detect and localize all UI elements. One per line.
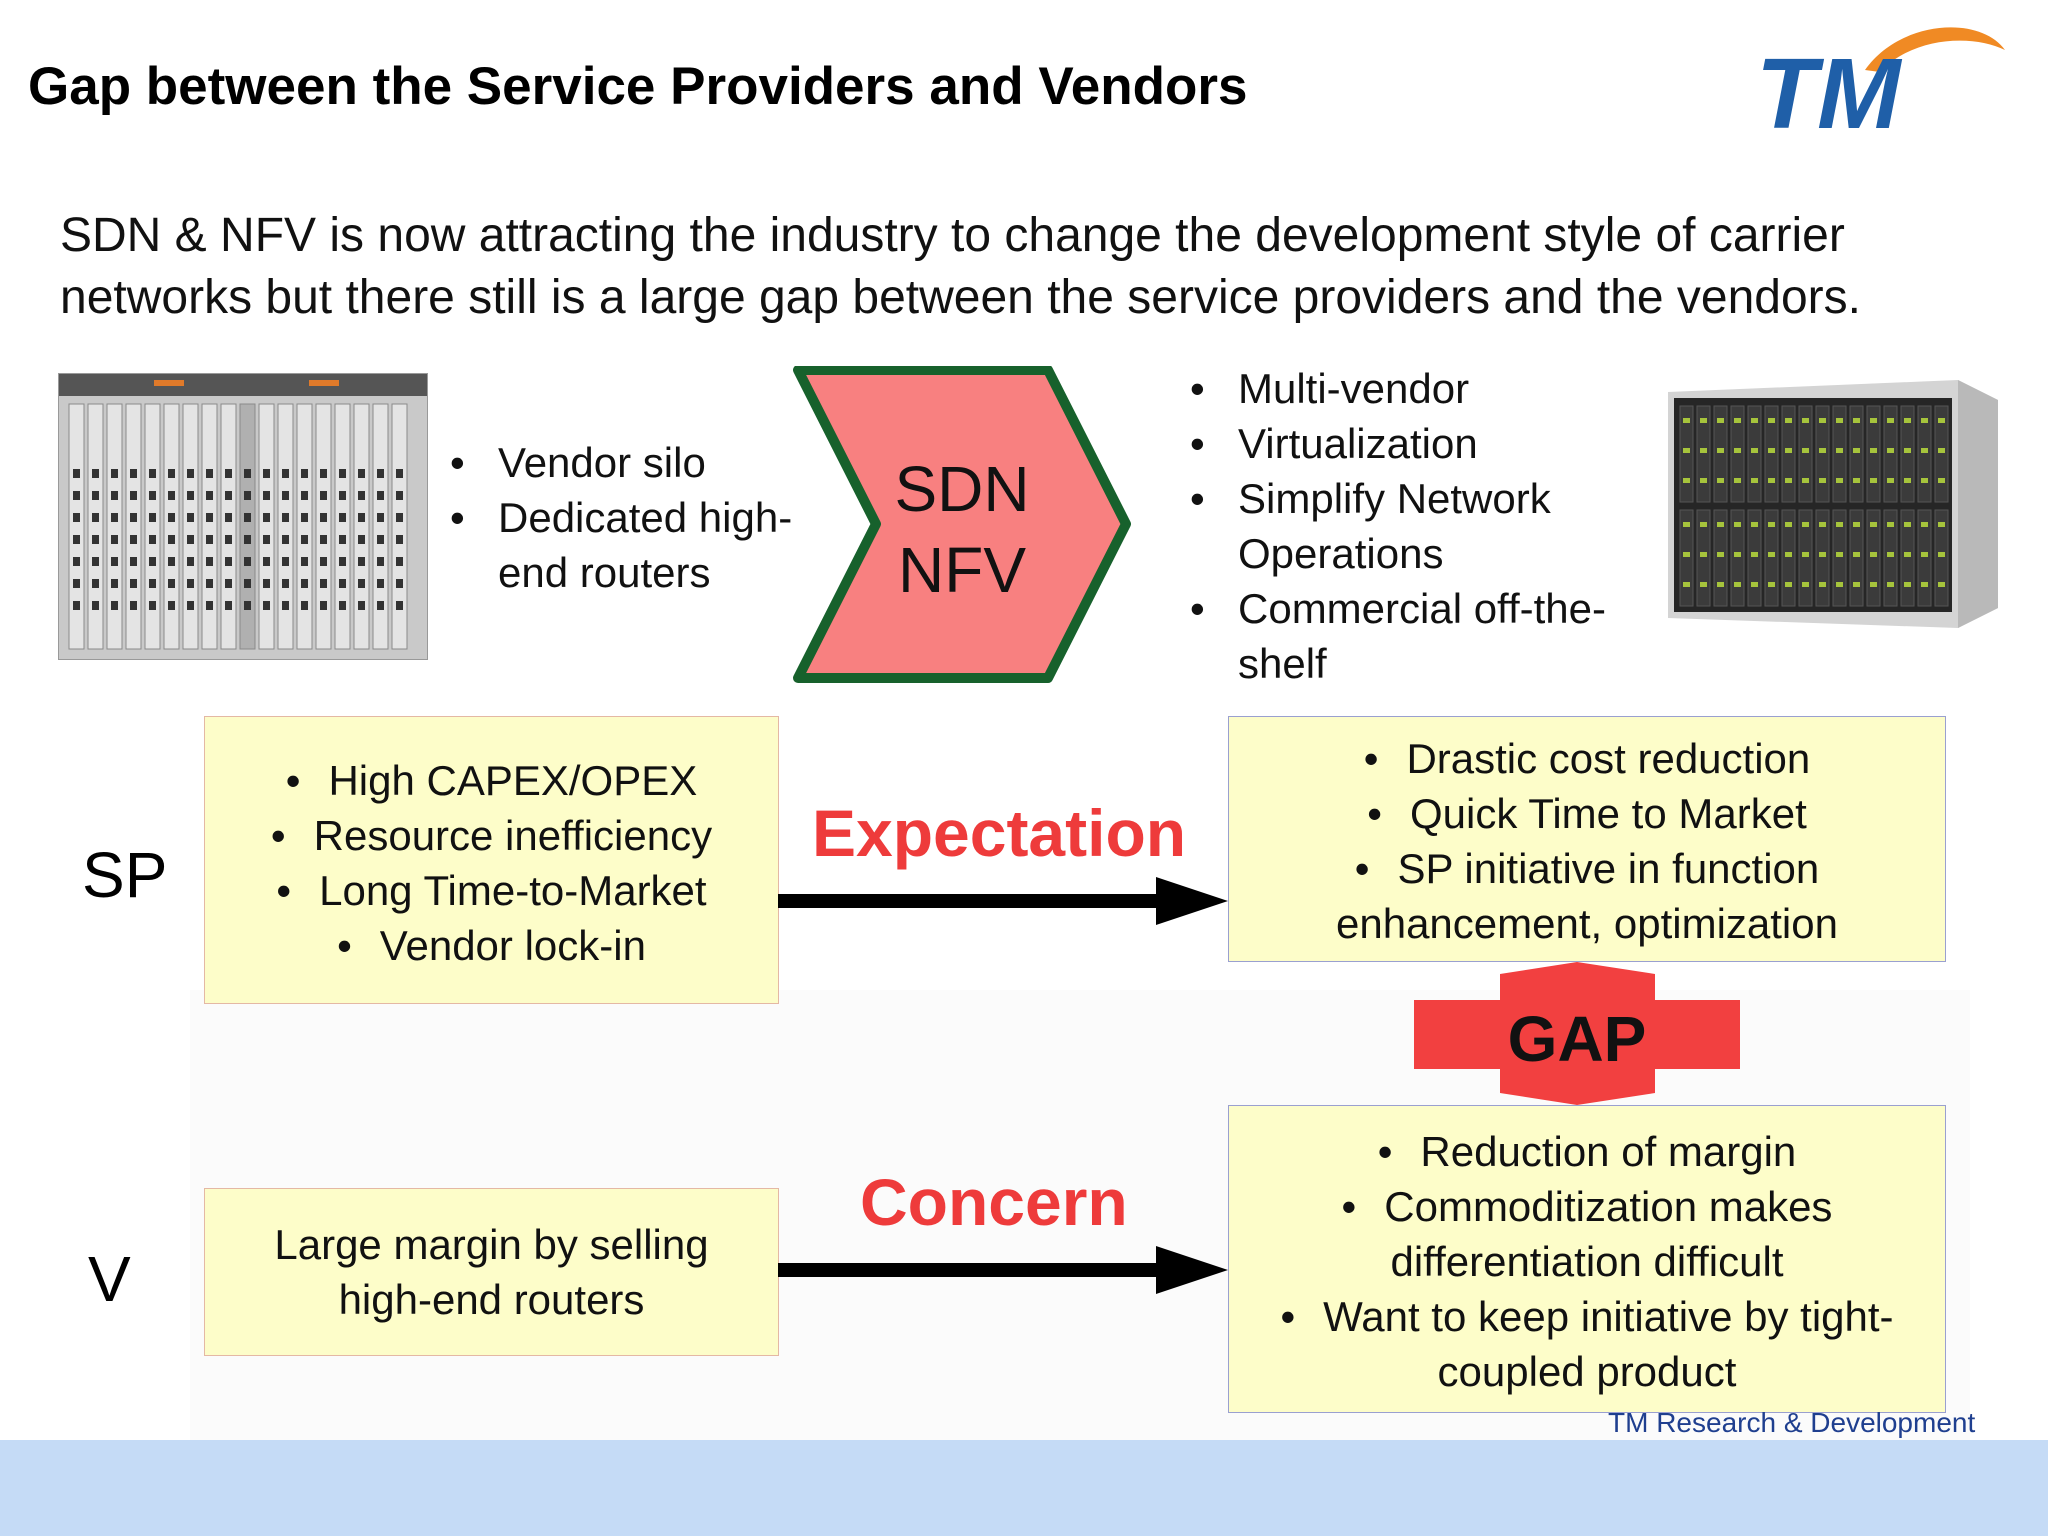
bullet-item: Virtualization	[1190, 416, 1650, 471]
bullet-item: Commercial off-the-shelf	[1190, 581, 1650, 691]
expectation-arrow	[778, 877, 1228, 925]
bullet-item: SP initiative in function enhancement, o…	[1229, 841, 1945, 951]
sdn-nfv-chevron: SDN NFV	[793, 366, 1131, 683]
v-label: V	[88, 1243, 131, 1315]
gap-double-arrow: GAP	[1414, 962, 1740, 1105]
concern-label: Concern	[860, 1165, 1128, 1239]
sp-label: SP	[82, 839, 168, 911]
bullet-item: Multi-vendor	[1190, 361, 1650, 416]
bullet-item: Resource inefficiency	[205, 808, 778, 863]
intro-paragraph: SDN & NFV is now attracting the industry…	[60, 209, 1861, 324]
bullet-item: High CAPEX/OPEX	[205, 753, 778, 808]
sp-current-box: High CAPEX/OPEX Resource inefficiency Lo…	[204, 716, 779, 1004]
bullet-item: Want to keep initiative by tight-coupled…	[1249, 1289, 1925, 1399]
bullet-item: Reduction of margin	[1249, 1124, 1925, 1179]
gap-label: GAP	[1508, 1003, 1647, 1075]
expectation-label: Expectation	[812, 796, 1187, 870]
v-concern-box: Reduction of margin Commoditization make…	[1228, 1105, 1946, 1413]
logo-text: TM	[1756, 38, 1903, 140]
bullet-item: Vendor silo	[450, 435, 830, 490]
sp-expectation-box: Drastic cost reduction Quick Time to Mar…	[1228, 716, 1946, 962]
slide-title: Gap between the Service Providers and Ve…	[28, 57, 1248, 116]
blade-server-image	[1668, 380, 1998, 628]
virtualization-bullets: Multi-vendor Virtualization Simplify Net…	[1190, 361, 1650, 691]
bullet-item: Dedicated high-end routers	[450, 490, 830, 600]
v-current-box: Large margin by selling high-end routers	[204, 1188, 779, 1356]
bullet-item: Simplify Network Operations	[1190, 471, 1650, 581]
chevron-line2: NFV	[898, 534, 1026, 606]
concern-arrow	[778, 1246, 1228, 1294]
chevron-line1: SDN	[894, 453, 1029, 525]
tm-logo-icon: TM	[1756, 27, 2005, 140]
bullet-item: Long Time-to-Market	[205, 863, 778, 918]
bullet-item: Drastic cost reduction	[1229, 731, 1945, 786]
footer-band	[0, 1440, 2048, 1536]
router-chassis-image	[58, 373, 428, 660]
footer-text: TM Research & Development	[1608, 1407, 1976, 1438]
bullet-item: Commoditization makes differentiation di…	[1249, 1179, 1925, 1289]
v-current-text: Large margin by selling high-end routers	[274, 1221, 709, 1323]
vendor-silo-bullets: Vendor silo Dedicated high-end routers	[450, 435, 830, 600]
bullet-item: Vendor lock-in	[205, 918, 778, 973]
bullet-item: Quick Time to Market	[1229, 786, 1945, 841]
